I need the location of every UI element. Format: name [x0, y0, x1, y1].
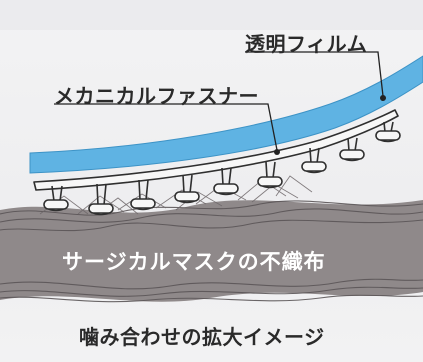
leader-lines	[54, 51, 386, 155]
fastener-label: メカニカルファスナー	[54, 84, 259, 108]
fabric-band	[0, 200, 423, 302]
film-label: 透明フィルム	[245, 32, 368, 56]
fastener-hook-caps	[43, 130, 401, 214]
fabric-fibers	[0, 200, 423, 303]
transparent-film	[29, 55, 423, 174]
figure-caption: 噛み合わせの拡大イメージ	[79, 325, 325, 349]
fastener-leader-dot	[274, 149, 280, 155]
film-leader-dot	[380, 95, 386, 101]
background-fiber-texture	[0, 0, 423, 30]
film-leader-line	[245, 51, 384, 97]
fastener-base-strip	[33, 109, 399, 191]
fastener-stems	[51, 121, 394, 206]
fastener-leader-line	[54, 103, 278, 151]
fabric-label: サージカルマスクの不織布	[62, 250, 326, 274]
